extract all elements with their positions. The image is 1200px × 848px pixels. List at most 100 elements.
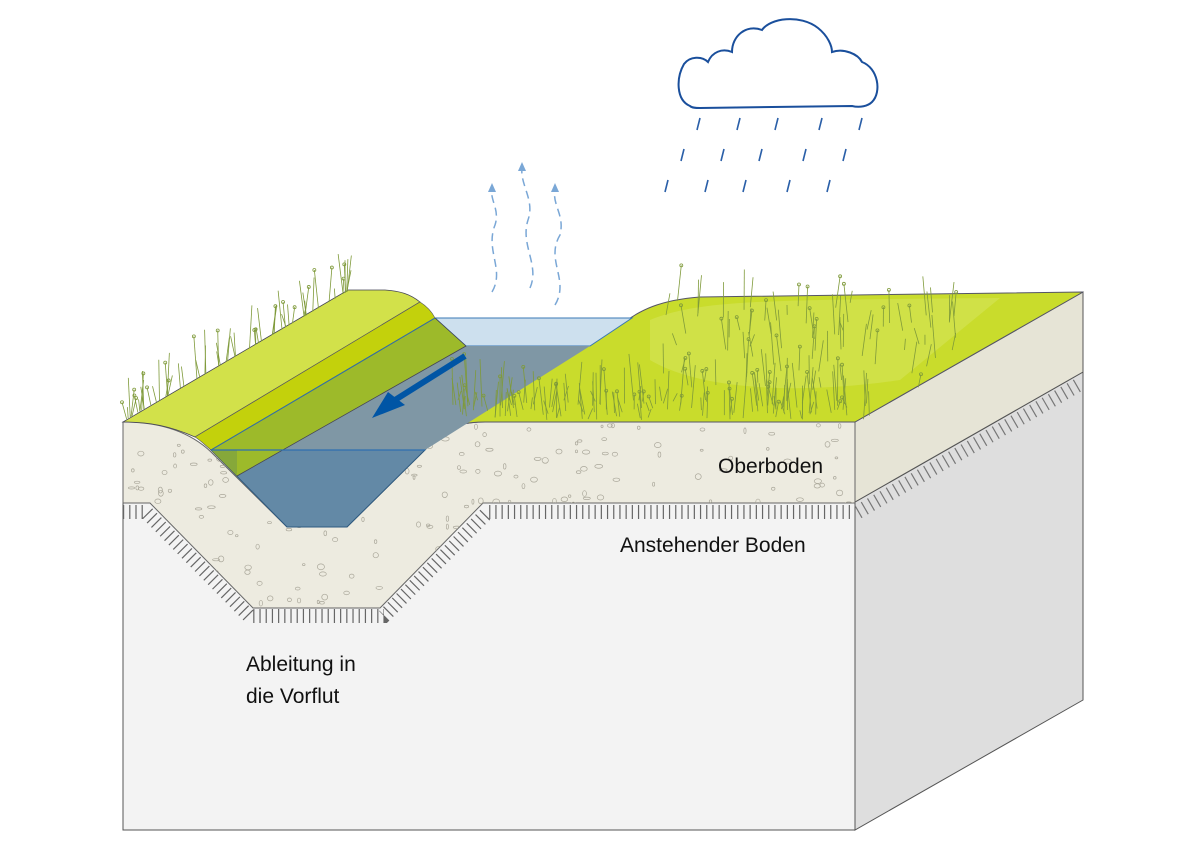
pebble — [607, 423, 613, 428]
pebble — [208, 479, 214, 486]
grass-seedhead — [797, 344, 802, 349]
pebble — [256, 580, 263, 586]
grass-blade — [141, 373, 144, 411]
grass-seedhead — [704, 367, 709, 371]
grass-seedhead — [719, 316, 724, 321]
grass-seedhead — [841, 281, 846, 286]
grass-seedhead — [166, 378, 171, 383]
grass-blade — [754, 372, 759, 412]
grass-blade — [836, 401, 841, 410]
pebble — [373, 539, 378, 544]
pebble — [219, 464, 226, 468]
grass-blade — [628, 353, 634, 401]
pebble — [361, 516, 365, 522]
grass-seedhead — [730, 396, 734, 401]
pebble — [220, 471, 228, 475]
grass-seedhead — [686, 351, 691, 356]
grass-seedhead — [604, 388, 609, 393]
grass-seedhead — [637, 389, 642, 394]
pebble — [255, 543, 260, 550]
grass-blade — [230, 336, 236, 357]
grass-blade — [671, 333, 677, 346]
grass-blade — [765, 353, 768, 390]
grass-blade — [926, 291, 932, 328]
pebble — [719, 468, 728, 472]
topsoil-label: Oberboden — [718, 455, 824, 478]
grass-seedhead — [805, 370, 809, 374]
grass-blade — [662, 388, 669, 404]
pebble — [285, 528, 293, 532]
pebble — [319, 601, 325, 605]
grass-blade — [866, 310, 872, 330]
rain-drop — [680, 148, 685, 162]
grass-blade — [758, 383, 764, 407]
grass-blade — [501, 367, 503, 409]
grass-blade — [811, 326, 815, 359]
grass-blade — [849, 290, 853, 303]
grass-blade — [504, 391, 507, 417]
grass-blade — [552, 389, 558, 413]
grass-blade — [642, 391, 645, 402]
grass-blade — [603, 369, 608, 415]
grass-blade — [282, 301, 286, 328]
grass-blade — [798, 346, 801, 371]
pebble — [203, 483, 208, 488]
pebble — [456, 465, 462, 470]
grass-seedhead — [700, 369, 705, 373]
grass-blade — [835, 276, 841, 308]
grass-blade — [688, 353, 693, 388]
pebble — [766, 447, 770, 451]
pebble — [824, 441, 831, 448]
grass-seedhead — [954, 290, 959, 294]
pebble — [321, 593, 328, 601]
rain-drop — [842, 148, 847, 162]
grass-blade — [930, 287, 933, 313]
grass-seedhead — [807, 306, 812, 311]
pebble — [445, 523, 449, 530]
pebble — [235, 534, 239, 538]
grass-blade — [158, 359, 160, 401]
grass-blade — [647, 408, 652, 418]
grass-blade — [556, 407, 560, 419]
pebble — [441, 491, 448, 498]
pebble — [217, 555, 225, 563]
grass-blade — [479, 359, 483, 407]
grass-blade — [177, 363, 181, 389]
pebble — [194, 507, 203, 511]
grass-blade — [922, 276, 927, 316]
grass-blade — [127, 407, 129, 419]
pebble — [133, 480, 141, 484]
pebble — [287, 597, 292, 602]
grass-seedhead — [498, 374, 502, 379]
pebble — [574, 441, 579, 446]
pebble — [471, 498, 475, 505]
subsoil-label: Anstehender Boden — [620, 534, 806, 557]
pebble — [493, 470, 502, 477]
grass-blade — [138, 399, 141, 412]
grass-blade — [926, 344, 932, 367]
grass-blade — [691, 365, 696, 408]
grass-blade — [472, 370, 477, 411]
grass-blades — [120, 254, 959, 420]
grass-blade — [826, 389, 832, 413]
pebble — [316, 599, 320, 605]
grass-blade — [756, 369, 759, 383]
pebble — [831, 438, 839, 442]
pebble — [375, 585, 383, 590]
pebble — [135, 485, 140, 491]
grass-seedhead — [512, 393, 517, 398]
grass-seedhead — [679, 263, 684, 268]
pebble — [521, 483, 526, 490]
grass-blade — [292, 307, 296, 324]
grass-blade — [777, 309, 782, 349]
pebble — [834, 456, 839, 460]
dike-front-dark — [211, 450, 237, 476]
pebble — [212, 558, 221, 562]
grass-blade — [302, 292, 307, 316]
grass-blade — [733, 382, 738, 413]
grass-blade — [863, 372, 867, 420]
grass-blade — [494, 390, 497, 418]
grass-seedhead — [646, 394, 651, 399]
pebble — [158, 489, 164, 497]
grass-blade — [833, 364, 838, 401]
